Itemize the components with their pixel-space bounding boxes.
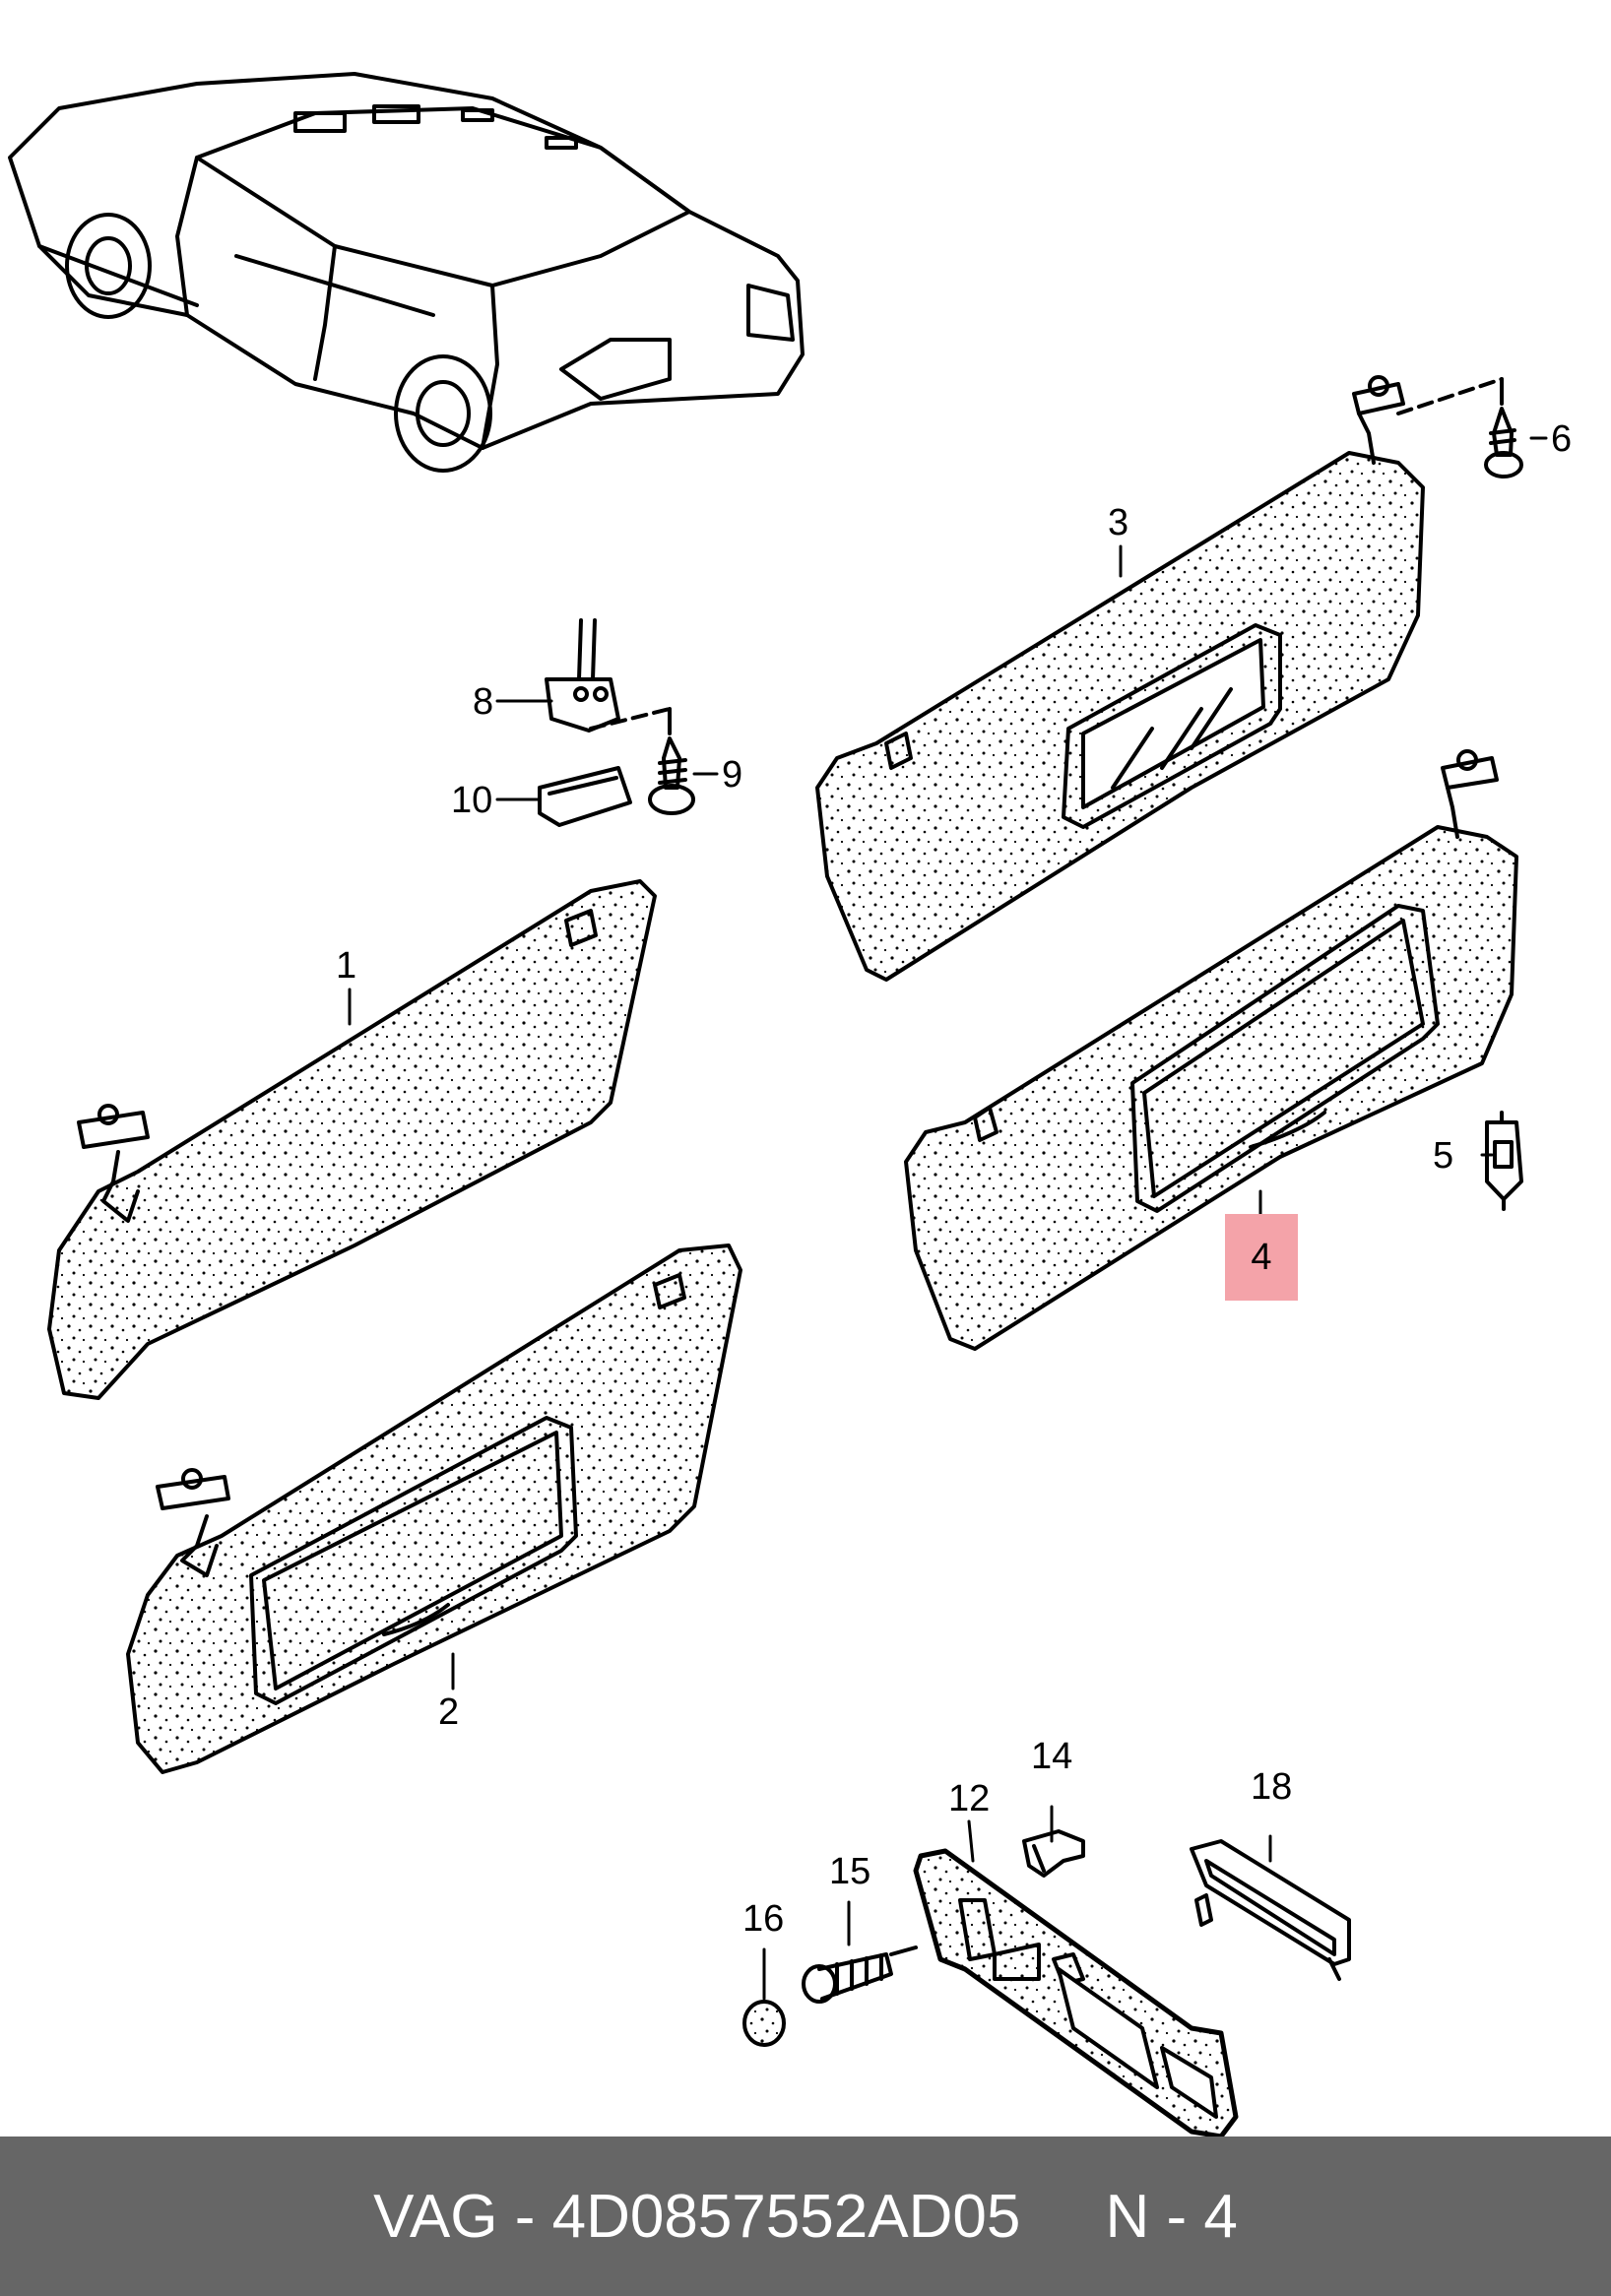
visor-2 <box>126 1244 742 1774</box>
callout-1: 1 <box>336 945 357 987</box>
callout-16: 16 <box>742 1898 785 1940</box>
callout-4-highlighted: 4 <box>1225 1214 1298 1301</box>
cover-10 <box>538 766 632 827</box>
visor-1 <box>47 879 657 1400</box>
brand-label: VAG <box>373 2182 498 2251</box>
footer-gap <box>1020 2182 1105 2252</box>
callout-14: 14 <box>1031 1736 1073 1777</box>
callout-9: 9 <box>722 754 743 796</box>
part-number: 4D0857552AD05 <box>551 2182 1021 2251</box>
callout-2: 2 <box>438 1691 460 1733</box>
connector-8 <box>545 618 672 735</box>
callout-12: 12 <box>948 1778 991 1819</box>
bulb-5 <box>1485 1111 1523 1211</box>
callout-15: 15 <box>829 1851 871 1892</box>
screw-15 <box>802 1945 918 2004</box>
footer-separator: - <box>497 2182 552 2251</box>
screw-9 <box>648 736 695 815</box>
page-label: N - 4 <box>1105 2182 1238 2251</box>
parts-diagram: 1 2 3 4 5 6 8 9 10 12 14 15 16 18 <box>8 72 1573 2139</box>
callout-8: 8 <box>473 681 494 723</box>
car-illustration <box>8 72 805 473</box>
clip-14 <box>1022 1829 1085 1878</box>
callout-18: 18 <box>1251 1766 1293 1808</box>
cap-16 <box>742 2000 786 2047</box>
callout-3: 3 <box>1108 502 1129 543</box>
callout-10: 10 <box>451 780 493 821</box>
lens-18 <box>1190 1839 1351 1981</box>
screw-6 <box>1484 407 1523 478</box>
callout-6: 6 <box>1551 418 1573 460</box>
callout-5: 5 <box>1433 1135 1454 1177</box>
visor-3 <box>815 375 1504 982</box>
part-number-footer: VAG - 4D0857552AD05 N - 4 <box>0 2137 1611 2296</box>
visor-4 <box>904 749 1518 1351</box>
frame-12 <box>913 1848 1239 2139</box>
